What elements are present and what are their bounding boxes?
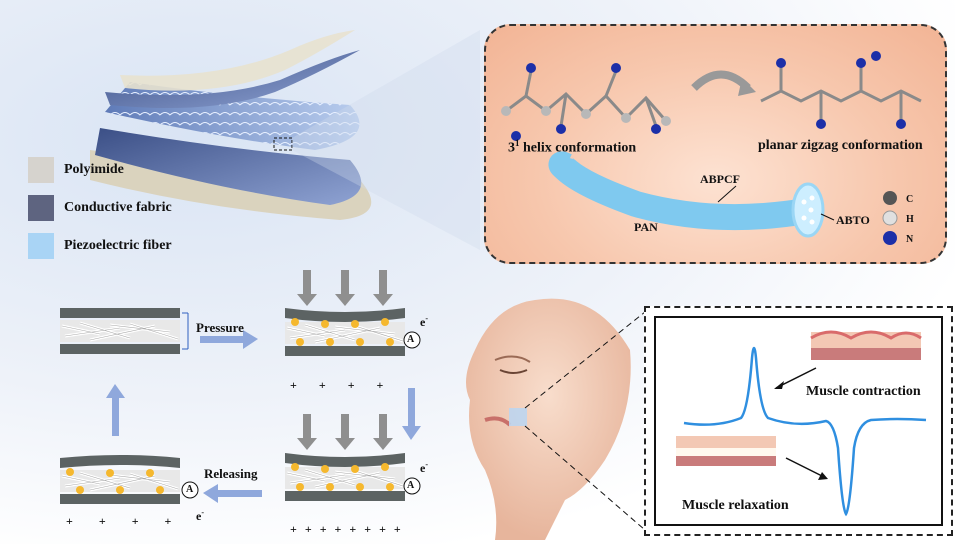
pressure-arrows bbox=[297, 270, 393, 450]
releasing-label: Releasing bbox=[204, 466, 258, 481]
hydrogen-atom-icon bbox=[882, 210, 898, 226]
abpcf-label: ABPCF bbox=[700, 172, 740, 186]
stage-pressed bbox=[283, 308, 407, 356]
plus-charges: ++++++++ bbox=[290, 522, 409, 536]
relaxation-tissue-icon bbox=[676, 436, 776, 466]
legend-label: Piezoelectric fiber bbox=[64, 238, 172, 253]
legend-item-polyimide: Polyimide bbox=[28, 157, 172, 183]
face-illustration bbox=[466, 298, 645, 540]
swatch bbox=[28, 157, 54, 183]
ammeter-icons bbox=[181, 331, 421, 499]
molecular-structures bbox=[501, 51, 922, 238]
legend-label: Polyimide bbox=[64, 162, 124, 177]
cycle-arrows bbox=[106, 330, 421, 503]
contraction-tissue-icon bbox=[810, 330, 922, 360]
ammeter-label: A bbox=[186, 484, 194, 495]
electron-label: e- bbox=[420, 460, 428, 475]
atom-symbol: H bbox=[906, 214, 914, 225]
legend-label: Conductive fabric bbox=[64, 200, 172, 215]
abto-label: ABTO bbox=[836, 213, 870, 227]
swatch bbox=[28, 233, 54, 259]
carbon-atom-icon bbox=[883, 191, 897, 205]
contraction-label: Muscle contraction bbox=[806, 384, 921, 399]
electron-label: e- bbox=[420, 314, 428, 329]
signal-waveform bbox=[676, 330, 927, 517]
stage-releasing bbox=[58, 455, 182, 504]
atom-symbol: C bbox=[906, 194, 913, 205]
zigzag-label: planar zigzag conformation bbox=[758, 138, 923, 153]
signal-panel: Muscle contraction Muscle relaxation bbox=[644, 306, 953, 536]
atom-key: C H N bbox=[882, 191, 914, 245]
legend-item-piezoelectric-fiber: Piezoelectric fiber bbox=[28, 233, 172, 259]
plus-charges: ++++ bbox=[290, 378, 406, 392]
sensor-patch bbox=[509, 408, 527, 426]
molecular-panel: 31 helix conformation planar zigzag conf… bbox=[484, 24, 947, 264]
signal-frame: Muscle contraction Muscle relaxation bbox=[654, 316, 943, 526]
stage-holding bbox=[283, 453, 407, 501]
device-layers-illustration bbox=[90, 30, 480, 250]
relaxation-label: Muscle relaxation bbox=[682, 498, 789, 513]
working-cycle-diagram bbox=[58, 270, 421, 504]
electron-label: e- bbox=[196, 508, 204, 523]
nitrogen-atom-icon bbox=[883, 231, 897, 245]
legend: Polyimide Conductive fabric Piezoelectri… bbox=[28, 157, 172, 271]
swatch bbox=[28, 195, 54, 221]
plus-charges: ++++ bbox=[66, 514, 198, 528]
ammeter-label: A bbox=[407, 334, 415, 345]
atom-symbol: N bbox=[906, 234, 914, 245]
legend-item-conductive-fabric: Conductive fabric bbox=[28, 195, 172, 221]
helix-label: 31 helix conformation bbox=[508, 138, 637, 156]
pan-label: PAN bbox=[634, 220, 658, 234]
stage-idle bbox=[58, 308, 189, 354]
pressure-label: Pressure bbox=[196, 320, 244, 335]
ammeter-label: A bbox=[407, 480, 415, 491]
